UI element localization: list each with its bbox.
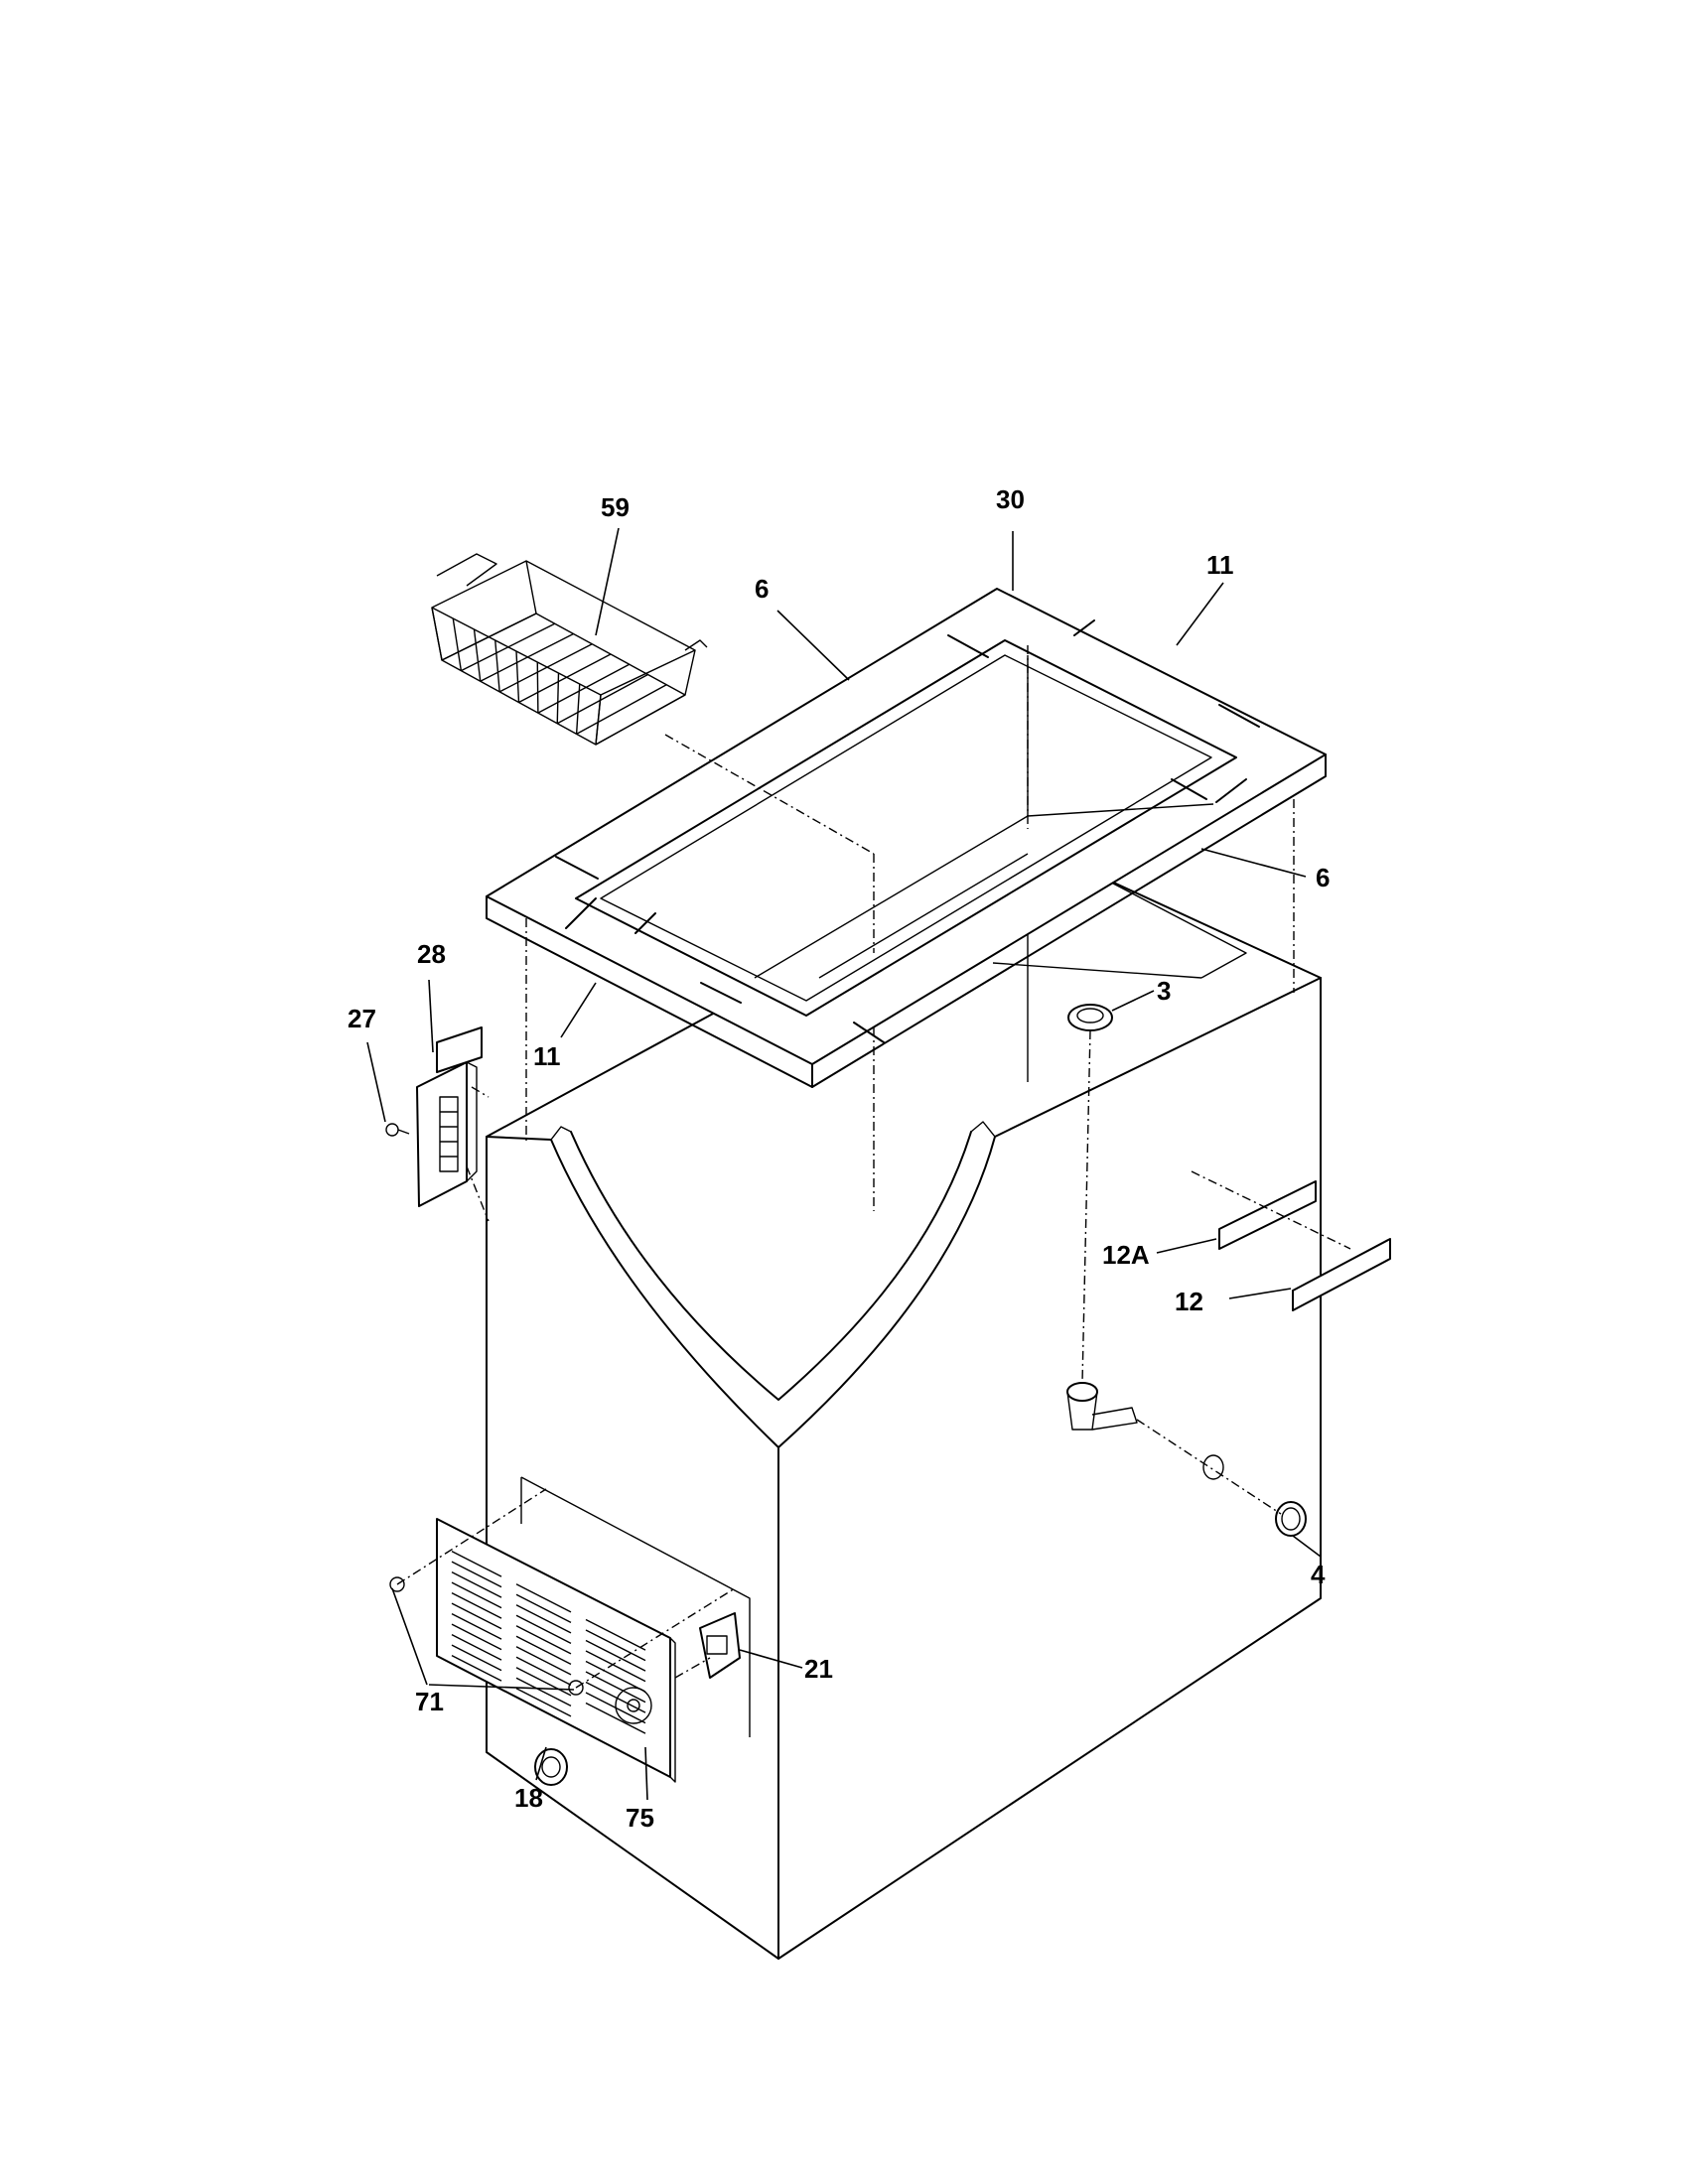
callout-4: 4 [1311, 1560, 1326, 1589]
lid-hinge [385, 1026, 483, 1207]
callout-12A: 12A [1102, 1240, 1150, 1270]
freezer-cabinet [486, 873, 1322, 1960]
callout-6-top: 6 [755, 574, 769, 604]
callout-12: 12 [1175, 1287, 1203, 1316]
callout-21: 21 [804, 1654, 833, 1684]
callout-59: 59 [601, 492, 630, 522]
explode-lines [396, 645, 1351, 1689]
callout-30: 30 [996, 484, 1025, 514]
callout-11-left: 11 [533, 1041, 561, 1071]
leader-lines [366, 527, 1322, 1801]
gasket-frame [486, 588, 1327, 1088]
callout-75: 75 [626, 1803, 654, 1833]
grille-and-control [389, 1476, 751, 1786]
callout-3: 3 [1157, 976, 1171, 1006]
callout-6-right: 6 [1316, 863, 1330, 892]
labels-12 [1218, 1180, 1391, 1311]
callout-11-top: 11 [1206, 550, 1234, 580]
callout-18: 18 [514, 1783, 543, 1813]
callouts: 59 30 6 11 6 28 27 11 3 12A 12 4 21 71 1… [348, 484, 1330, 1833]
callout-27: 27 [348, 1004, 376, 1033]
drain-assembly [1066, 1004, 1307, 1537]
callout-28: 28 [417, 939, 446, 969]
wire-basket [431, 553, 708, 746]
callout-71: 71 [415, 1687, 444, 1716]
